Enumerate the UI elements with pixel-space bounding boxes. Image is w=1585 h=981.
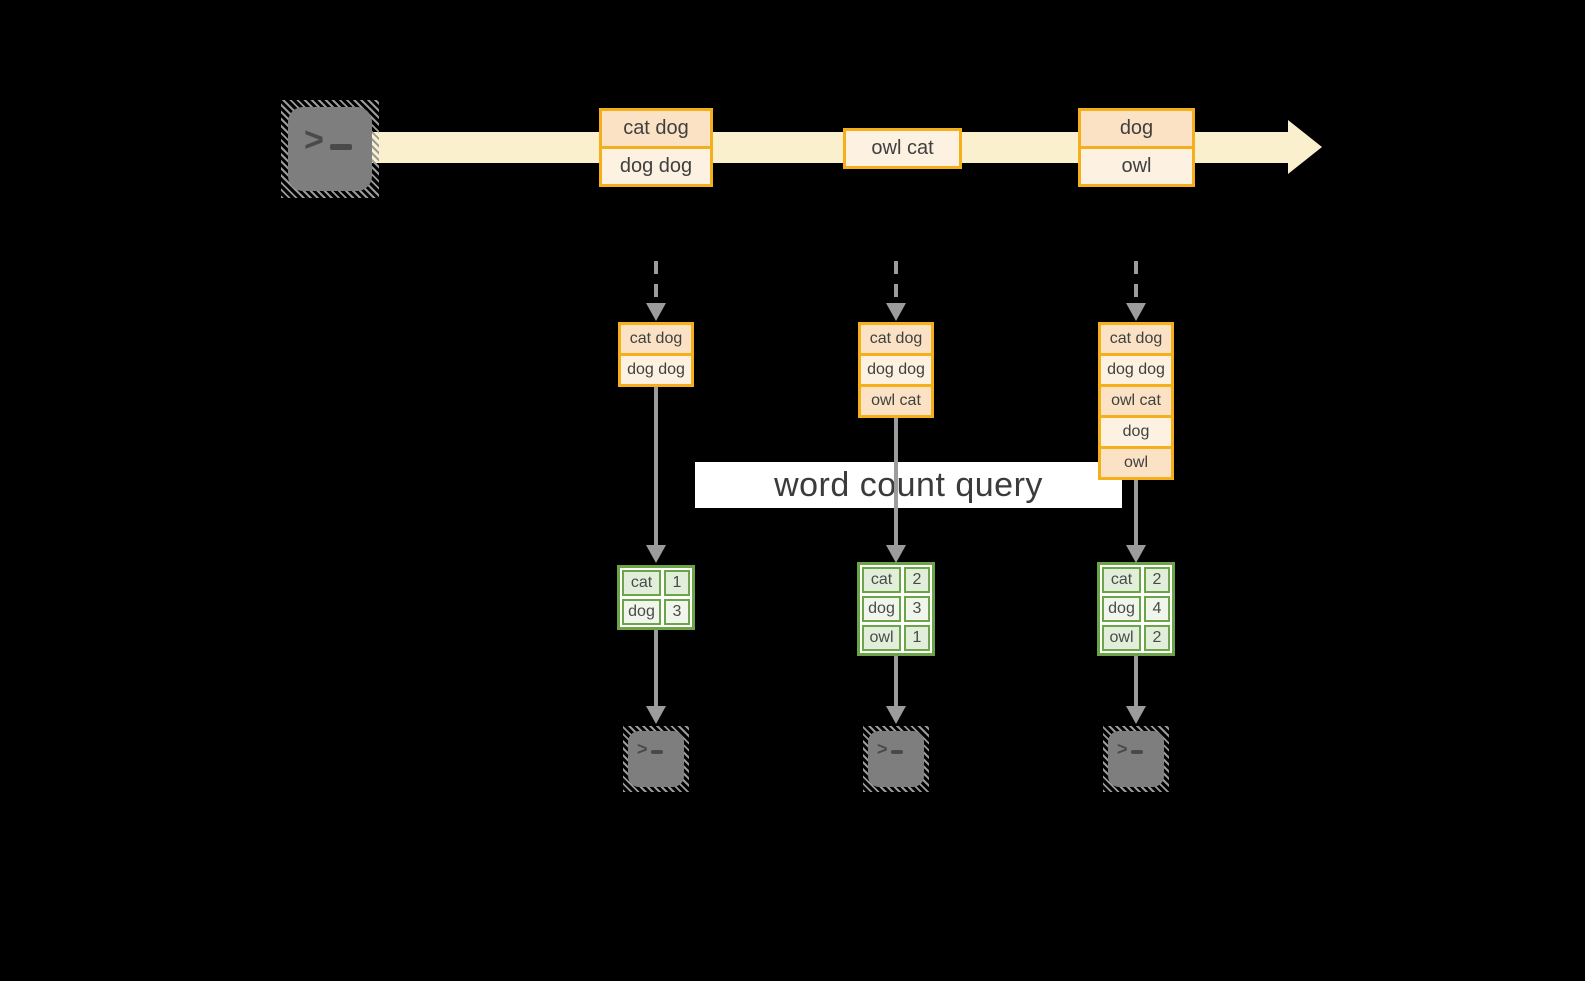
terminal-screen: > [1108,731,1164,787]
stream-record: owl cat [846,131,959,166]
buffer-record: owl cat [861,384,931,415]
stream-record: dog [1081,111,1192,146]
count-cell: 2 [904,567,930,593]
stream-record-group-1: cat dog dog dog [599,108,713,187]
prompt-chevron-icon: > [304,121,324,159]
word-cell: cat [862,567,901,593]
consumer-terminal-icon: > [863,726,929,792]
buffer-record: cat dog [861,325,931,353]
query-flow-arrowhead-icon [886,545,906,563]
word-count-table-3: cat 2 dog 4 owl 2 [1097,562,1175,656]
prompt-cursor-icon [890,750,903,754]
buffer-record: dog dog [621,353,691,384]
prompt-chevron-icon: > [877,739,888,759]
terminal-prompt-glyph: > [877,740,903,758]
word-cell: cat [1102,567,1141,593]
word-cell: owl [1102,625,1141,651]
output-flow-line [654,630,658,706]
terminal-prompt-glyph: > [304,123,352,157]
consumer-terminal-icon: > [1103,726,1169,792]
buffer-record: dog dog [861,353,931,384]
buffer-record: dog [1101,415,1171,446]
count-cell: 1 [904,625,930,651]
word-cell: owl [862,625,901,651]
stream-record-group-2: owl cat [843,128,962,169]
stream-arrow-head-icon [1288,120,1322,174]
query-flow-line [654,387,658,545]
stream-record: cat dog [602,111,710,146]
count-cell: 3 [664,599,690,625]
count-cell: 3 [904,596,930,622]
buffer-record: owl [1101,446,1171,477]
count-cell: 1 [664,570,690,596]
buffer-record: cat dog [1101,325,1171,353]
ingest-arrowhead-icon [1126,303,1146,321]
output-arrowhead-icon [1126,706,1146,724]
prompt-chevron-icon: > [1117,739,1128,759]
prompt-cursor-icon [1130,750,1143,754]
output-arrowhead-icon [886,706,906,724]
query-flow-arrowhead-icon [646,545,666,563]
buffer-record: owl cat [1101,384,1171,415]
output-arrowhead-icon [646,706,666,724]
ingest-dashed-line [654,261,658,303]
prompt-cursor-icon [650,750,663,754]
consumer-terminal-icon: > [623,726,689,792]
stream-record: owl [1081,146,1192,184]
stream-record: dog dog [602,146,710,184]
prompt-cursor-icon [329,144,352,150]
query-flow-line [1134,480,1138,545]
word-cell: cat [622,570,661,596]
word-cell: dog [862,596,901,622]
ingest-dashed-line [894,261,898,303]
word-count-table-2: cat 2 dog 3 owl 1 [857,562,935,656]
buffer-stack-3: cat dog dog dog owl cat dog owl [1098,322,1174,480]
terminal-screen: > [628,731,684,787]
count-cell: 2 [1144,625,1170,651]
count-cell: 4 [1144,596,1170,622]
word-cell: dog [622,599,661,625]
stream-record-group-3: dog owl [1078,108,1195,187]
producer-terminal-icon: > [281,100,379,198]
buffer-record: cat dog [621,325,691,353]
count-cell: 2 [1144,567,1170,593]
output-flow-line [894,656,898,706]
buffer-stack-1: cat dog dog dog [618,322,694,387]
prompt-chevron-icon: > [637,739,648,759]
terminal-prompt-glyph: > [637,740,663,758]
word-count-table-1: cat 1 dog 3 [617,565,695,630]
buffer-record: dog dog [1101,353,1171,384]
terminal-screen: > [868,731,924,787]
query-banner-label: word count query [774,465,1043,504]
terminal-prompt-glyph: > [1117,740,1143,758]
output-flow-line [1134,656,1138,706]
ingest-arrowhead-icon [886,303,906,321]
ingest-dashed-line [1134,261,1138,303]
query-flow-arrowhead-icon [1126,545,1146,563]
buffer-stack-2: cat dog dog dog owl cat [858,322,934,418]
word-cell: dog [1102,596,1141,622]
ingest-arrowhead-icon [646,303,666,321]
query-banner: word count query [695,462,1122,508]
terminal-screen: > [288,107,372,191]
query-flow-line [894,418,898,545]
